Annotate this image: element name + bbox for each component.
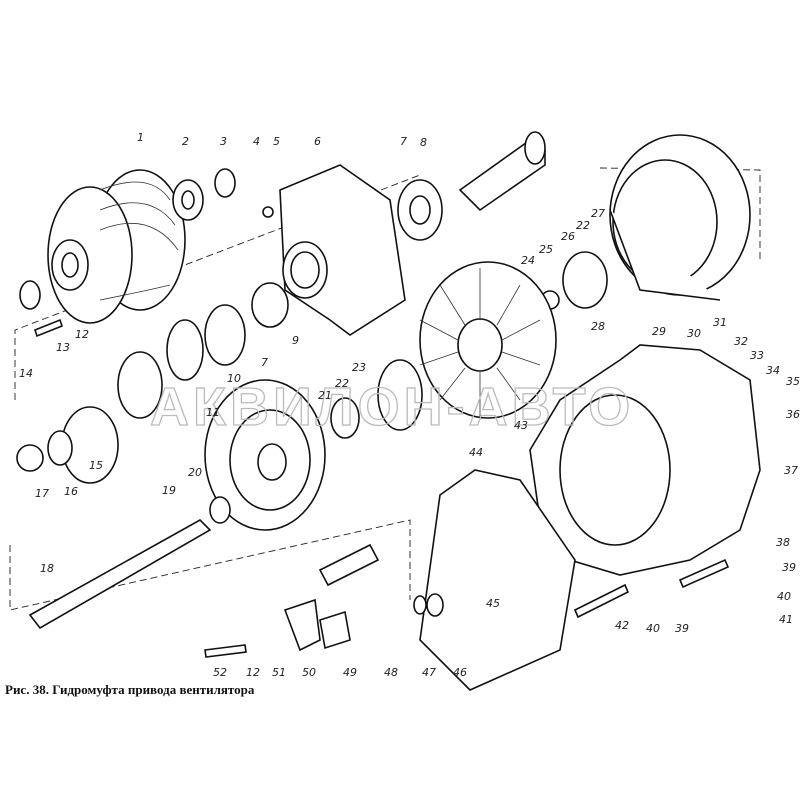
washer-part-14 bbox=[19, 280, 41, 310]
bolt-part-13 bbox=[34, 318, 63, 338]
part-label: 49 bbox=[343, 666, 357, 679]
tube-part-48 bbox=[318, 543, 380, 587]
part-label: 33 bbox=[750, 349, 764, 362]
part-label: 25 bbox=[539, 243, 553, 256]
part-label: 13 bbox=[56, 341, 70, 354]
part-label: 39 bbox=[782, 561, 796, 574]
shaft-flange bbox=[524, 131, 546, 165]
bolt-part-52 bbox=[204, 644, 247, 658]
part-label: 45 bbox=[486, 597, 500, 610]
part-label: 4 bbox=[253, 135, 260, 148]
washer-part-16 bbox=[47, 430, 73, 466]
part-label: 44 bbox=[469, 446, 483, 459]
part-label: 30 bbox=[687, 327, 701, 340]
part-label: 37 bbox=[784, 464, 798, 477]
bearing-part-7b bbox=[204, 304, 246, 366]
shaft-part-8 bbox=[458, 139, 546, 212]
part-label: 6 bbox=[314, 135, 321, 148]
hub-part-23 bbox=[377, 359, 423, 431]
ring-part-3 bbox=[214, 168, 236, 198]
part-label: 24 bbox=[521, 254, 535, 267]
part-label: 34 bbox=[766, 364, 780, 377]
part-label: 40 bbox=[777, 590, 791, 603]
flange-part-11 bbox=[117, 351, 163, 419]
watermark: АКВИЛОН-АВТО bbox=[150, 377, 634, 437]
bearing-part-19 bbox=[209, 496, 231, 524]
part-label: 11 bbox=[206, 406, 220, 419]
part-label: 31 bbox=[713, 316, 727, 329]
part-label: 40 bbox=[646, 622, 660, 635]
flange-part-26 bbox=[562, 251, 608, 309]
turbine-part-24 bbox=[419, 261, 557, 420]
part-label: 20 bbox=[188, 466, 202, 479]
figure-caption: Рис. 38. Гидромуфта привода вентилятора bbox=[5, 682, 255, 697]
axis-line-lower bbox=[9, 519, 411, 611]
bolt-part-42 bbox=[573, 583, 630, 619]
part-label: 15 bbox=[89, 459, 103, 472]
part-label: 38 bbox=[776, 536, 790, 549]
part-label: 14 bbox=[19, 367, 33, 380]
part-label: 26 bbox=[561, 230, 575, 243]
part-label: 29 bbox=[652, 325, 666, 338]
part-label: 8 bbox=[420, 136, 427, 149]
part-label: 7 bbox=[261, 356, 268, 369]
part-label: 23 bbox=[352, 361, 366, 374]
part-label: 43 bbox=[514, 419, 528, 432]
part-label: 22 bbox=[335, 377, 349, 390]
sleeve-part-9 bbox=[251, 282, 289, 328]
part-label: 50 bbox=[302, 666, 316, 679]
part-label: 1 bbox=[137, 131, 144, 144]
part-label: 47 bbox=[422, 666, 436, 679]
part-label: 32 bbox=[734, 335, 748, 348]
bolt-part-41 bbox=[678, 558, 730, 589]
drum-part-27 bbox=[609, 134, 751, 301]
rotor-part-20 bbox=[204, 379, 326, 531]
part-label: 12 bbox=[75, 328, 89, 341]
part-label: 48 bbox=[384, 666, 398, 679]
part-label: 2 bbox=[182, 135, 189, 148]
bearing-bore bbox=[409, 195, 431, 225]
part-label: 3 bbox=[220, 135, 227, 148]
housing-part-37 bbox=[529, 344, 761, 576]
part-label: 27 bbox=[591, 207, 605, 220]
part-label: 22 bbox=[576, 219, 590, 232]
part-label: 35 bbox=[786, 375, 800, 388]
seal-part-10 bbox=[166, 319, 204, 381]
gasket-part-49 bbox=[319, 610, 351, 650]
part-label: 41 bbox=[779, 613, 793, 626]
part-label: 21 bbox=[318, 389, 332, 402]
part-label: 18 bbox=[40, 562, 54, 575]
part-label: 28 bbox=[591, 320, 605, 333]
part-label: 10 bbox=[227, 372, 241, 385]
shaft-part-18 bbox=[28, 519, 212, 630]
part-labels: 1 2 3 4 5 6 7 8 27 22 26 25 24 14 13 12 … bbox=[19, 131, 800, 679]
nut-part-17 bbox=[16, 444, 44, 472]
gasket-part-44 bbox=[419, 469, 576, 691]
part-label: 7 bbox=[400, 135, 407, 148]
part-label: 5 bbox=[273, 135, 280, 148]
part-label: 51 bbox=[272, 666, 286, 679]
elbow-part-50 bbox=[283, 598, 321, 652]
housing-part-6 bbox=[279, 164, 406, 336]
part-label: 17 bbox=[35, 487, 49, 500]
part-label: 46 bbox=[453, 666, 467, 679]
part-label: 39 bbox=[675, 622, 689, 635]
part-label: 16 bbox=[64, 485, 78, 498]
axis-line-upper bbox=[14, 167, 761, 400]
part-label: 19 bbox=[162, 484, 176, 497]
part-label: 42 bbox=[615, 619, 629, 632]
flange-part-21 bbox=[330, 397, 360, 439]
pulley-part-1 bbox=[47, 169, 186, 324]
plug-part-46 bbox=[426, 593, 444, 617]
part-label: 12 bbox=[246, 666, 260, 679]
nut-part-4 bbox=[262, 206, 274, 218]
washer-part-47 bbox=[413, 595, 427, 615]
part-label: 52 bbox=[213, 666, 227, 679]
bearing-bore bbox=[181, 190, 195, 210]
part-label: 36 bbox=[786, 408, 800, 421]
part-label: 9 bbox=[292, 334, 299, 347]
